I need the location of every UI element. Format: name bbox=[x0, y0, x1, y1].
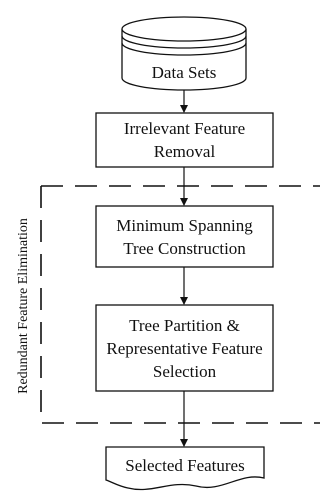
tree-partition-box bbox=[95, 304, 274, 392]
mst-construction-box bbox=[95, 205, 274, 268]
data-sets-label: Data Sets bbox=[151, 62, 217, 82]
irrelevant-feature-removal-box bbox=[95, 112, 274, 168]
redundant-feature-elimination-group bbox=[40, 185, 320, 424]
tree-partition-label: Tree Partition & Representative Feature … bbox=[106, 315, 263, 381]
data-sets-cylinder bbox=[121, 16, 247, 91]
selected-features-label: Selected Features bbox=[125, 455, 245, 475]
selected-features-document bbox=[105, 446, 265, 491]
irrelevant-feature-removal-label: Irrelevant Feature Removal bbox=[123, 119, 246, 161]
mst-construction-label: Minimum Spanning Tree Construction bbox=[116, 215, 253, 258]
